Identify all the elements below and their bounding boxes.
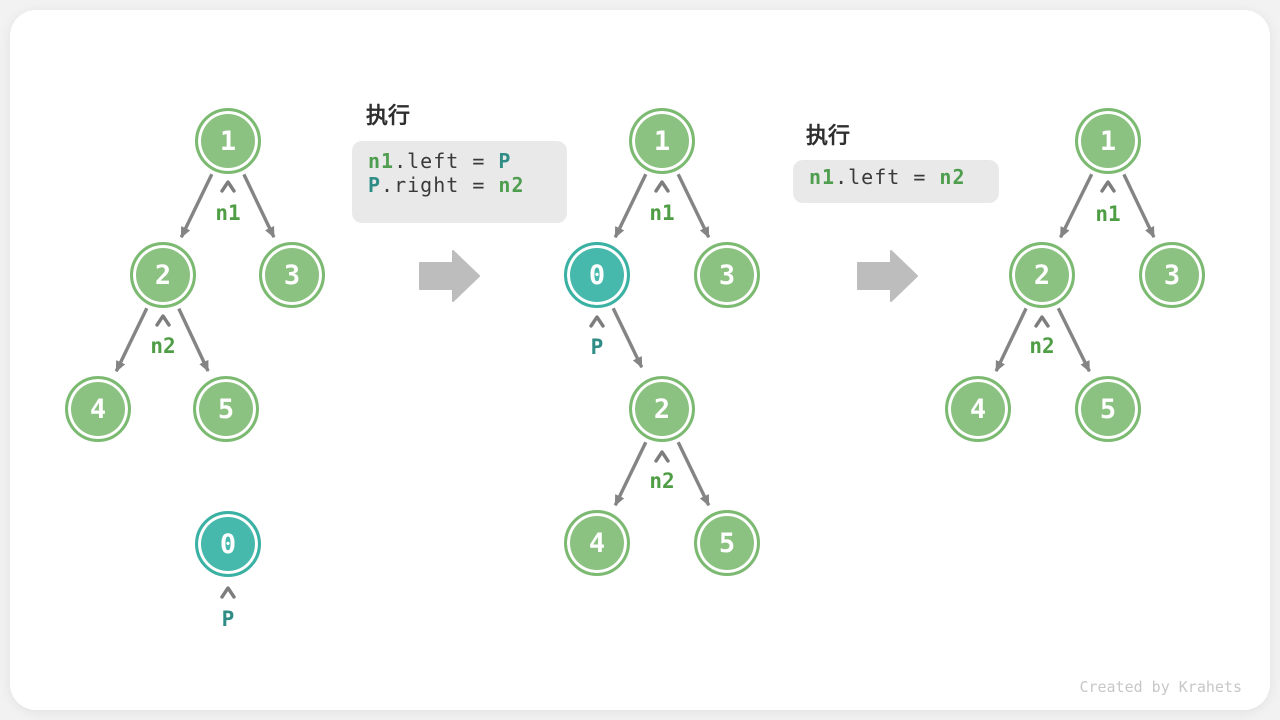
code-token: n2: [498, 173, 525, 197]
node-value: 4: [969, 393, 987, 425]
pointer-label-p: P: [590, 335, 604, 359]
tree3-node-1: 1: [1075, 108, 1141, 174]
pointer-label-n1: n1: [649, 201, 675, 225]
exec-title: 执行: [806, 124, 851, 149]
node-value: 2: [1033, 259, 1051, 291]
tree1-node-0: 0: [195, 511, 261, 577]
pointer-label-n2: n2: [649, 469, 675, 493]
tree1-node-5: 5: [193, 376, 259, 442]
code-token: P: [498, 149, 512, 173]
pointer-label-n1: n1: [1095, 202, 1121, 226]
node-value: 3: [283, 259, 301, 291]
tree2-node-3: 3: [694, 242, 760, 308]
tree1-node-4: 4: [65, 376, 131, 442]
code-token: n2: [939, 165, 966, 189]
tree3-node-4: 4: [945, 376, 1011, 442]
tree1-node-3: 3: [259, 242, 325, 308]
node-value: 5: [718, 527, 736, 559]
tree3-node-3: 3: [1139, 242, 1205, 308]
pointer-label-n2: n2: [150, 334, 176, 358]
node-value: 2: [154, 259, 172, 291]
code-token: .right =: [381, 173, 499, 197]
code-block-1: n1.left = P P.right = n2: [352, 141, 567, 223]
tree1-node-1: 1: [195, 108, 261, 174]
credit-text: Created by Krahets: [1079, 678, 1242, 696]
tree2-node-1: 1: [629, 108, 695, 174]
node-value: 0: [588, 259, 606, 291]
exec-title: 执行: [366, 104, 411, 129]
node-value: 4: [588, 527, 606, 559]
code-line: n1.left = P: [368, 149, 551, 173]
node-value: 3: [718, 259, 736, 291]
tree2-node-0: 0: [564, 242, 630, 308]
code-token: n1: [809, 165, 836, 189]
node-value: 3: [1163, 259, 1181, 291]
node-value: 5: [1099, 393, 1117, 425]
node-value: 1: [219, 125, 237, 157]
code-line: n1.left = n2: [809, 165, 983, 189]
node-value: 0: [219, 528, 237, 560]
tree2-node-4: 4: [564, 510, 630, 576]
code-token: .left =: [835, 165, 940, 189]
code-block-2: n1.left = n2: [793, 160, 999, 203]
pointer-label-n1: n1: [215, 201, 241, 225]
code-token: .left =: [394, 149, 499, 173]
tree2-node-2: 2: [629, 376, 695, 442]
node-value: 4: [89, 393, 107, 425]
tree2-node-5: 5: [694, 510, 760, 576]
code-token: P: [368, 173, 382, 197]
code-token: n1: [368, 149, 395, 173]
node-value: 5: [217, 393, 235, 425]
node-value: 1: [653, 125, 671, 157]
code-line: P.right = n2: [368, 173, 551, 197]
tree1-node-2: 2: [130, 242, 196, 308]
pointer-label-n2: n2: [1029, 334, 1055, 358]
tree3-node-5: 5: [1075, 376, 1141, 442]
tree3-node-2: 2: [1009, 242, 1075, 308]
node-value: 2: [653, 393, 671, 425]
pointer-label-p: P: [221, 607, 235, 631]
node-value: 1: [1099, 125, 1117, 157]
